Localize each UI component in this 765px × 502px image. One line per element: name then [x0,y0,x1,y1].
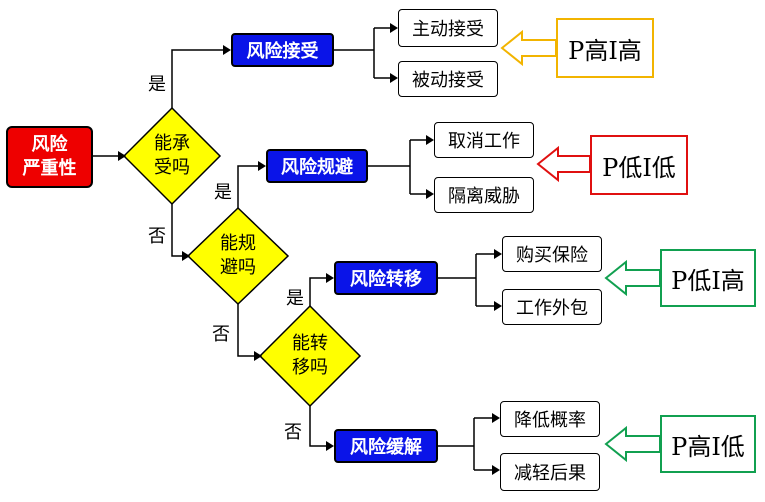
no-label-1: 否 [148,226,166,247]
decision-text-1: 能承 受吗 [154,133,190,178]
code-box-1: P高I高 [556,18,654,78]
action-mitigate-consequence: 减轻后果 [500,453,600,491]
decision-text-3: 能转 移吗 [292,333,328,378]
action-outsource: 工作外包 [502,289,602,325]
strategy-accept: 风险接受 [231,33,334,67]
yes-label-2: 是 [214,182,232,203]
code-box-3: P低I高 [660,249,756,307]
strategy-avoid: 风险规避 [266,149,368,183]
action-active-accept: 主动接受 [398,9,498,47]
no-label-2: 否 [212,324,230,345]
no-label-3: 否 [284,422,302,443]
code-arrow-3 [604,259,661,297]
strategy-mitigate: 风险缓解 [334,429,438,463]
yes-label-1: 是 [148,74,166,95]
code-arrow-1 [500,29,557,67]
code-box-2: P低I低 [590,135,688,195]
decision-text-2: 能规 避吗 [220,233,256,278]
yes-label-3: 是 [286,288,304,309]
action-cancel-work: 取消工作 [434,122,534,158]
code-arrow-4 [604,425,661,463]
code-arrow-2 [536,145,591,183]
action-reduce-probability: 降低概率 [500,401,600,437]
strategy-transfer: 风险转移 [334,261,438,295]
action-buy-insurance: 购买保险 [502,236,602,272]
action-isolate-threat: 隔离威胁 [434,177,534,213]
start-node: 风险 严重性 [6,126,93,188]
code-box-4: P高I低 [660,415,756,473]
action-passive-accept: 被动接受 [398,61,498,97]
